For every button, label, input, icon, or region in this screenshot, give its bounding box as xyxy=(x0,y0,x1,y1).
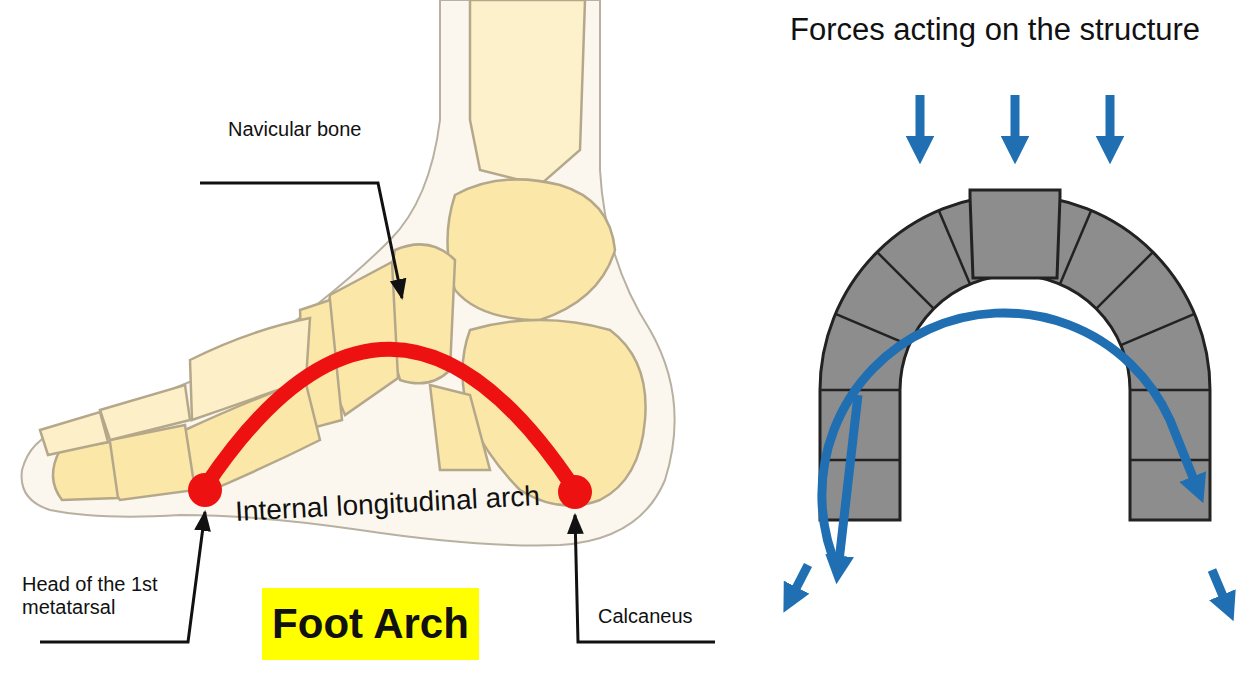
title-box: Foot Arch xyxy=(262,588,479,660)
stone-arch xyxy=(820,190,1210,520)
title-text: Foot Arch xyxy=(272,600,469,648)
part-label: Head of the 1st metatarsal xyxy=(22,573,172,619)
heading-label: Forces acting on the structure xyxy=(790,12,1200,48)
part-label: Calcaneus xyxy=(598,605,693,628)
foot-outline xyxy=(22,0,675,545)
part-label: Navicular bone xyxy=(228,118,361,141)
foot-bones xyxy=(40,0,646,506)
force-arrows xyxy=(790,95,1228,608)
